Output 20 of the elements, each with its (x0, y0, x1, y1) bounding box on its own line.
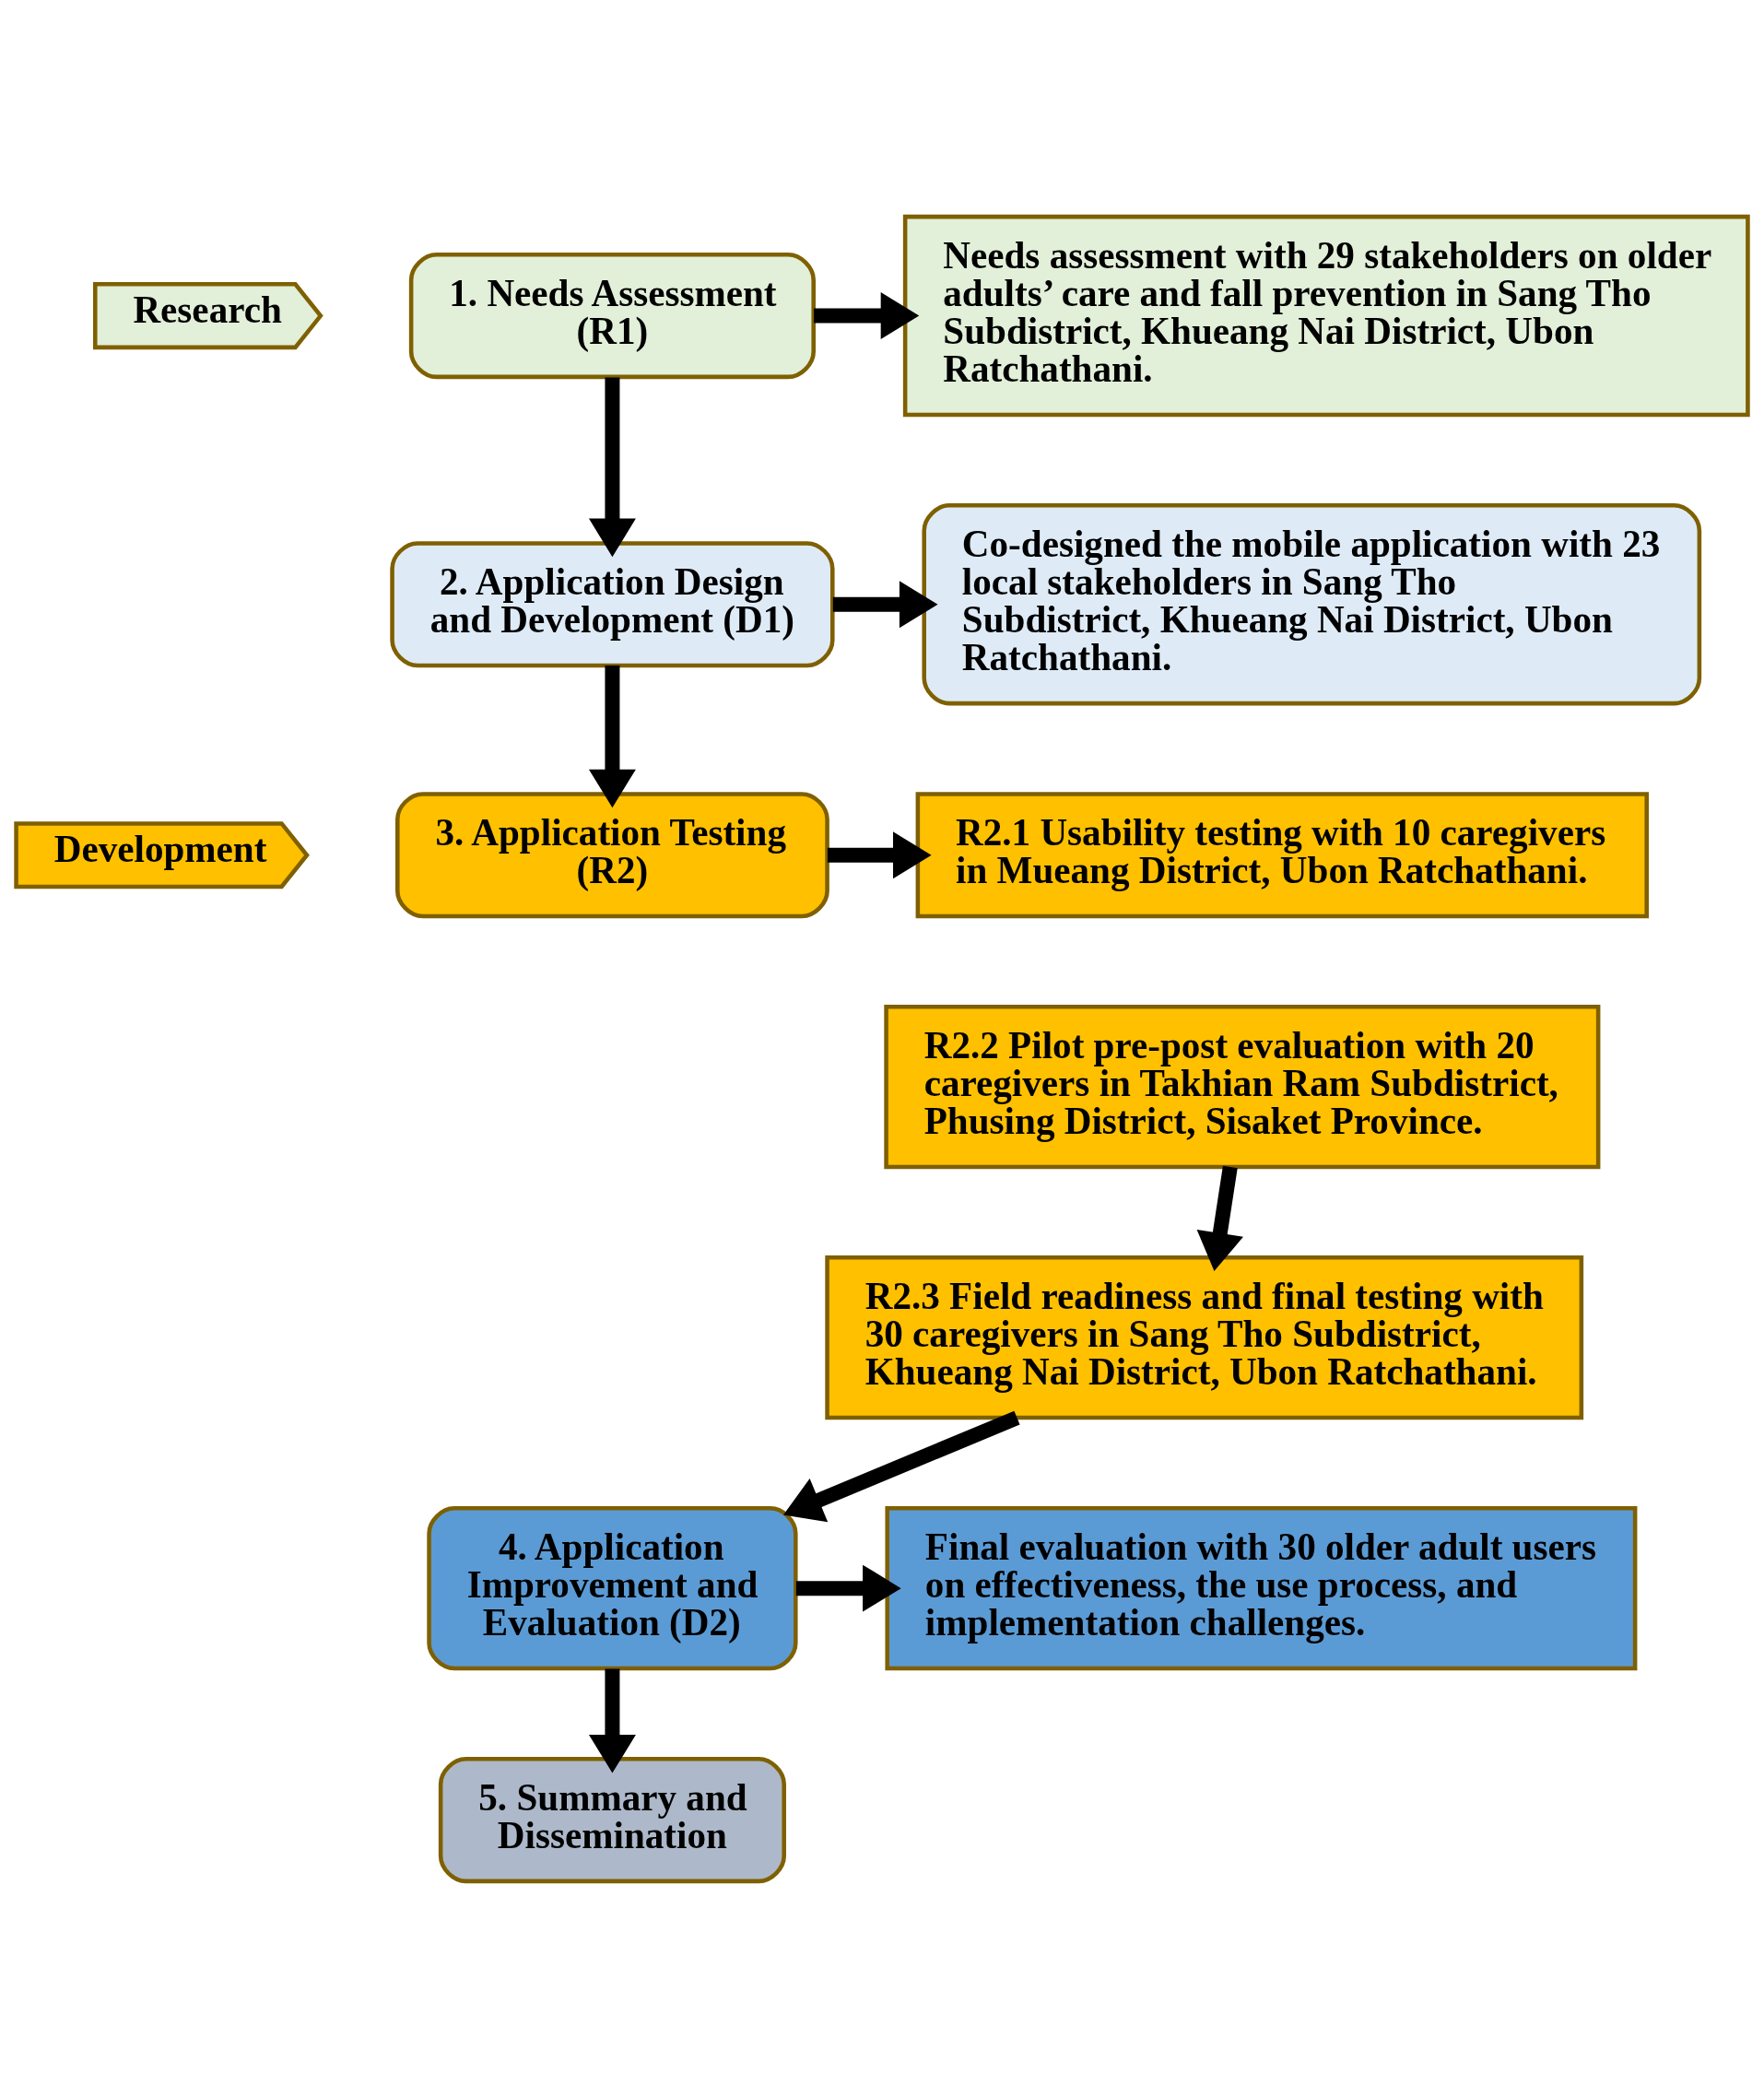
node-box: Co-designed the mobile application with 23 local stakeholders in Sang Tho Subdistrict, Khueang Nai District, Ubon Ratchathani. (922, 502, 1702, 705)
node-box: 1. Needs Assessment (R1) (408, 252, 816, 379)
node-box: 4. Application Improvement and Evaluation (D2) (427, 1505, 798, 1670)
node-box: 5. Summary and Dissemination (438, 1756, 786, 1883)
node-box: R2.1 Usability testing with 10 caregivers in Mueang District, Ubon Ratchathani. (915, 791, 1649, 918)
node-box: 3. Application Testing (R2) (395, 791, 829, 918)
arrow (832, 580, 938, 628)
node-box: R2.2 Pilot pre-post evaluation with 20 caregivers in Takhian Ram Subdistrict, Phusing District, Sisaket Province. (884, 1004, 1601, 1169)
node-box: Final evaluation with 30 older adult users on effectiveness, the use process, and implementation challenges. (885, 1505, 1638, 1670)
arrow (795, 1564, 901, 1612)
arrow (783, 1410, 1020, 1522)
node-box: R2.3 Field readiness and final testing with 30 caregivers in Sang Tho Subdistrict, Khueang Nai District, Ubon Ratchathani. (825, 1255, 1584, 1420)
arrow (588, 377, 636, 557)
arrow (1196, 1165, 1243, 1271)
arrow (827, 831, 932, 878)
node-box: 2. Application Design and Development (D1) (390, 540, 835, 667)
arrow (588, 665, 636, 807)
node-box: Needs assessment with 29 stakeholders on older adults’ care and fall prevention in Sang Tho Subdistrict, Khueang Nai District, Ubon Ratchathani. (902, 214, 1750, 417)
arrow (588, 1667, 636, 1773)
arrow (814, 291, 920, 339)
